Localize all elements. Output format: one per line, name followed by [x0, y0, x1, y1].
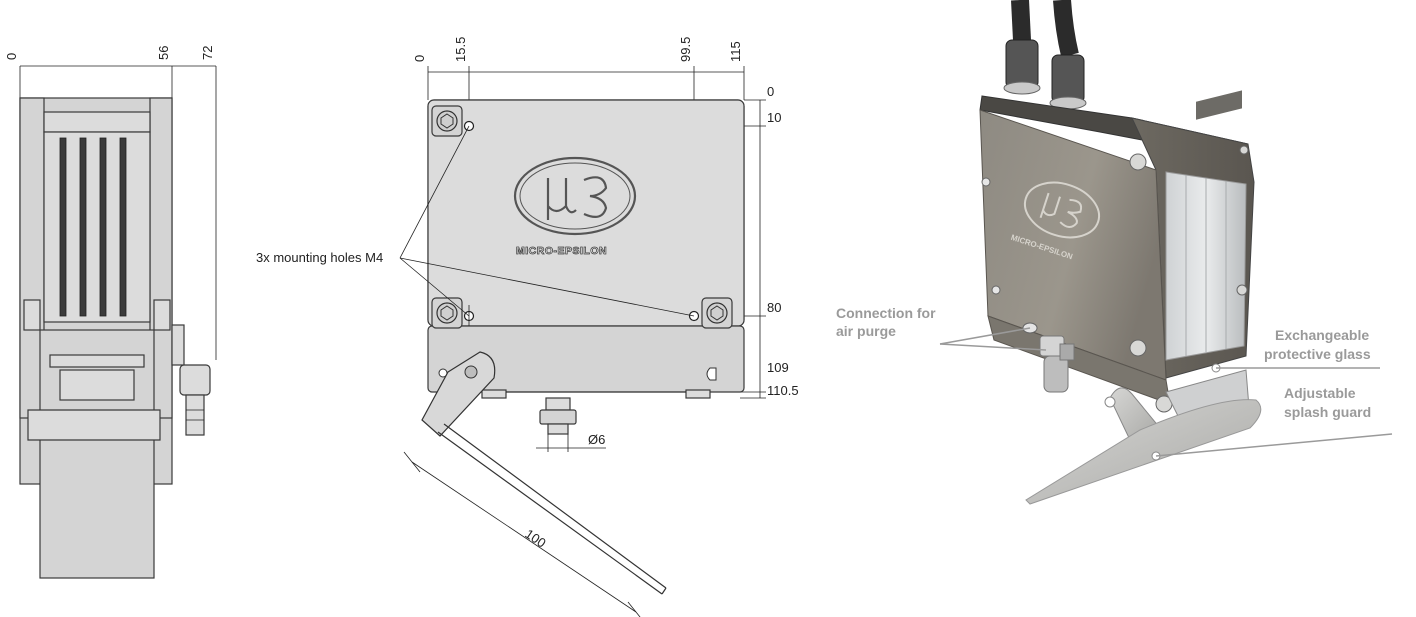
- front-view: 0 15.5 99.5 115 0 10 80 109 110.5: [256, 37, 799, 617]
- front-logo: MICRO-EPSILON: [513, 156, 637, 257]
- callout-leaders: [939, 327, 1393, 457]
- callout-splash-2: splash guard: [1284, 404, 1371, 420]
- side-dim-72: 72: [200, 46, 215, 60]
- front-dim-99-5: 99.5: [678, 37, 693, 62]
- air-purge-fitting: [1022, 322, 1075, 393]
- side-view: 0 56 72: [4, 46, 217, 579]
- front-dim-0: 0: [412, 55, 427, 62]
- front-dim-guard-100: 100: [522, 526, 548, 551]
- front-splash-guard: [421, 351, 667, 595]
- front-dim-r109: 109: [767, 360, 789, 375]
- product-photo: MICRO-EPSILON Connection for ai: [836, 0, 1393, 505]
- callout-splash-1: Adjustable: [1284, 385, 1356, 401]
- front-fitting: Ø6: [536, 397, 606, 452]
- callout-air-purge-2: air purge: [836, 323, 896, 339]
- front-logo-text: MICRO-EPSILON: [516, 245, 607, 257]
- front-screws: [431, 105, 733, 329]
- side-fins: [59, 137, 127, 317]
- mounting-holes-label: 3x mounting holes M4: [256, 250, 383, 265]
- front-dim-115: 115: [728, 41, 743, 62]
- callout-air-purge-1: Connection for: [836, 305, 936, 321]
- side-dim-56: 56: [156, 46, 171, 60]
- front-dim-15-5: 15.5: [453, 37, 468, 62]
- front-dim-r0: 0: [767, 84, 774, 99]
- callout-glass-1: Exchangeable: [1275, 327, 1369, 343]
- cables: [1003, 0, 1087, 110]
- callout-glass-2: protective glass: [1264, 346, 1371, 362]
- front-dim-r110-5: 110.5: [767, 383, 799, 398]
- front-dim-fitting: Ø6: [588, 432, 605, 447]
- front-dim-r10: 10: [767, 110, 781, 125]
- front-dim-r80: 80: [767, 300, 781, 315]
- photo-splash-guard: [1025, 387, 1262, 505]
- side-dim-0: 0: [4, 53, 19, 60]
